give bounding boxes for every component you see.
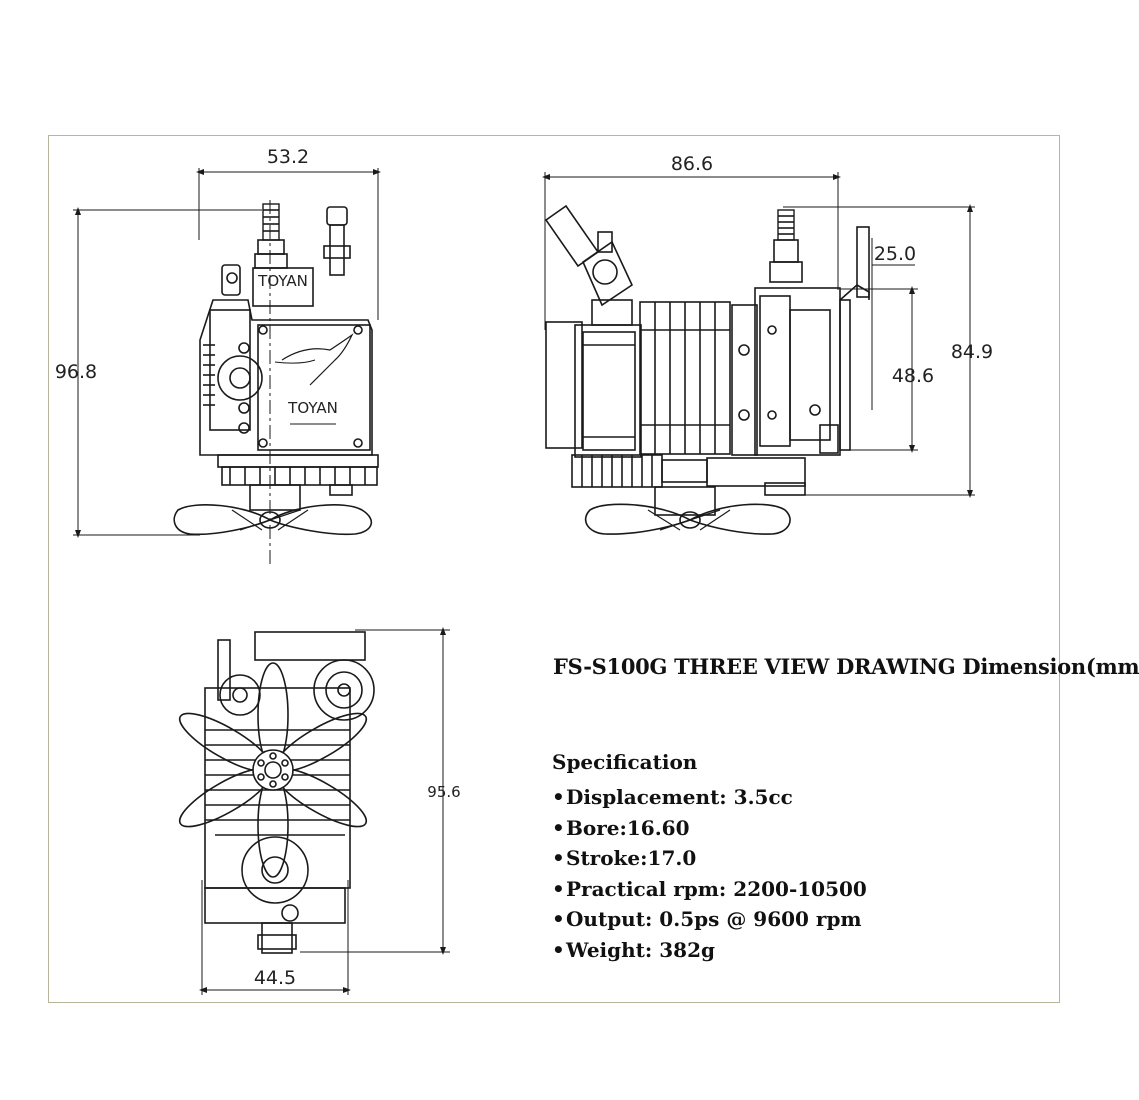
drawing-title: FS-S100G THREE VIEW DRAWING Dimension(mm [553,654,1139,679]
dim-side-inner-height: 48.6 [892,365,934,387]
top-view [178,627,450,995]
specification-list: •Displacement: 3.5cc •Bore:16.60 •Stroke… [552,782,952,965]
dim-top-width: 44.5 [254,967,296,989]
spec-item-stroke: •Stroke:17.0 [552,846,697,870]
three-view-drawing: TOYAN [55,146,993,995]
spec-item-output: •Output: 0.5ps @ 9600 rpm [552,907,862,931]
spec-item-bore: •Bore:16.60 [552,815,690,840]
dim-front-width: 53.2 [267,146,309,168]
front-label-body: TOYAN [287,399,338,417]
front-view: TOYAN [73,168,381,565]
spec-item-rpm: •Practical rpm: 2200-10500 [552,876,867,901]
spec-item-displacement: •Displacement: 3.5cc [552,785,793,809]
drawing-frame [48,135,1060,1003]
front-label-top: TOYAN [257,272,308,290]
dim-top-height: 95.6 [427,783,460,801]
side-view [542,172,975,535]
dim-side-top-offset: 25.0 [874,243,916,265]
dim-front-height: 96.8 [55,361,97,383]
dim-side-height: 84.9 [951,341,993,363]
dim-side-width: 86.6 [671,153,713,175]
spec-item-weight: •Weight: 382g [552,937,715,962]
specification-block: Specification •Displacement: 3.5cc •Bore… [552,750,952,965]
specification-heading: Specification [552,750,698,774]
